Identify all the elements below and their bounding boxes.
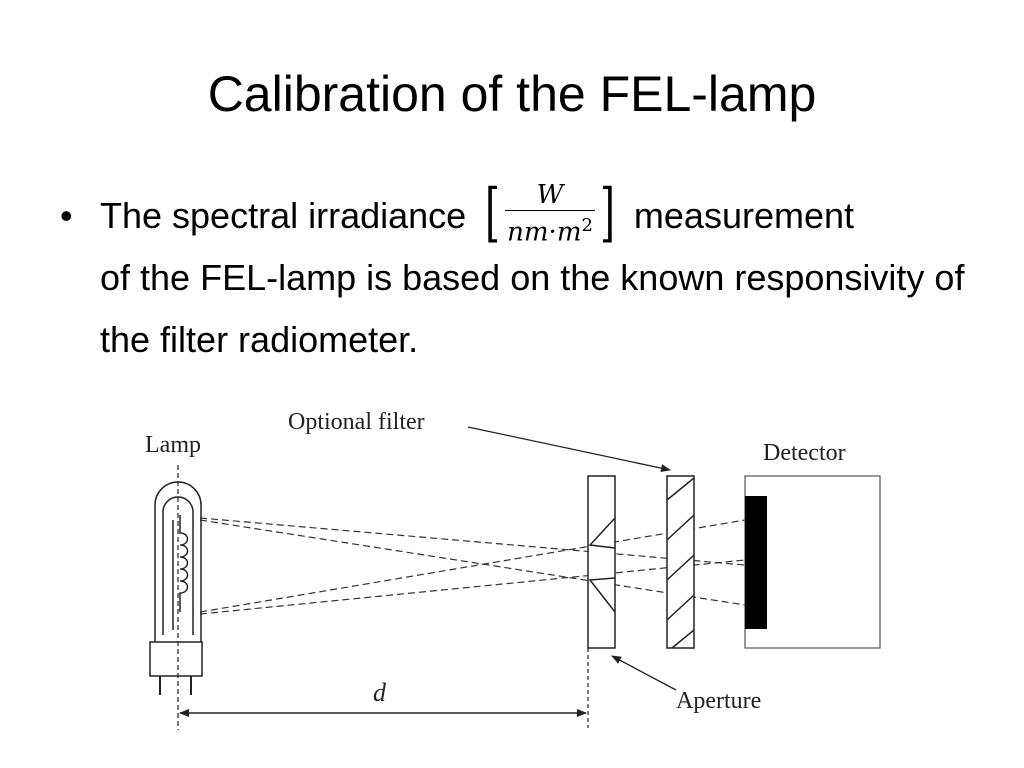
filter-hatch xyxy=(666,594,695,621)
optional-filter-group xyxy=(666,475,695,649)
aperture-label: Aperture xyxy=(676,688,761,714)
aperture-plate xyxy=(587,475,616,649)
unit-bracket-open: [ xyxy=(485,176,501,251)
aperture-opening xyxy=(588,517,616,613)
beam-rays xyxy=(199,517,746,615)
distance-label: d xyxy=(373,678,387,707)
bullet-text-measurement: measurement xyxy=(633,195,855,236)
lamp-bulb xyxy=(154,481,202,642)
detector-housing xyxy=(744,475,881,649)
bullet-text-start: The spectral irradiance xyxy=(100,195,467,236)
beam-ray xyxy=(199,519,746,606)
unit-exponent: 2 xyxy=(581,214,593,236)
unit-denominator: nm·m2 xyxy=(505,211,595,248)
lamp-inner-tube xyxy=(162,496,194,635)
detector-label: Detector xyxy=(763,440,846,466)
detector-group xyxy=(744,475,881,649)
unit-numerator: W xyxy=(505,180,595,211)
lamp-group xyxy=(149,465,203,730)
unit-denominator-base: nm·m xyxy=(507,217,582,248)
filter-hatch xyxy=(666,514,695,541)
bullet-text-rest: of the FEL-lamp is based on the known re… xyxy=(100,257,965,361)
optional-filter-arrow xyxy=(467,426,671,473)
calibration-diagram: Lamp Optional filter Detector d Aperture xyxy=(145,409,881,730)
bullet-dot: • xyxy=(60,195,73,236)
slide-title: Calibration of the FEL-lamp xyxy=(207,66,817,122)
unit-bracket-close: ] xyxy=(599,176,615,251)
lamp-label: Lamp xyxy=(145,432,201,458)
aperture-arrow xyxy=(611,655,677,691)
beam-ray xyxy=(199,517,746,566)
beam-ray xyxy=(199,519,746,613)
detector-element xyxy=(745,496,767,629)
lamp-filament-icon xyxy=(179,515,189,612)
aperture-group xyxy=(587,475,616,728)
beam-ray xyxy=(199,559,746,615)
filter-hatch xyxy=(671,629,695,649)
lamp-base xyxy=(149,641,203,677)
optional-filter xyxy=(666,475,695,649)
filter-hatch xyxy=(666,554,695,581)
optional-filter-label: Optional filter xyxy=(288,409,425,435)
filter-hatch xyxy=(666,477,695,501)
